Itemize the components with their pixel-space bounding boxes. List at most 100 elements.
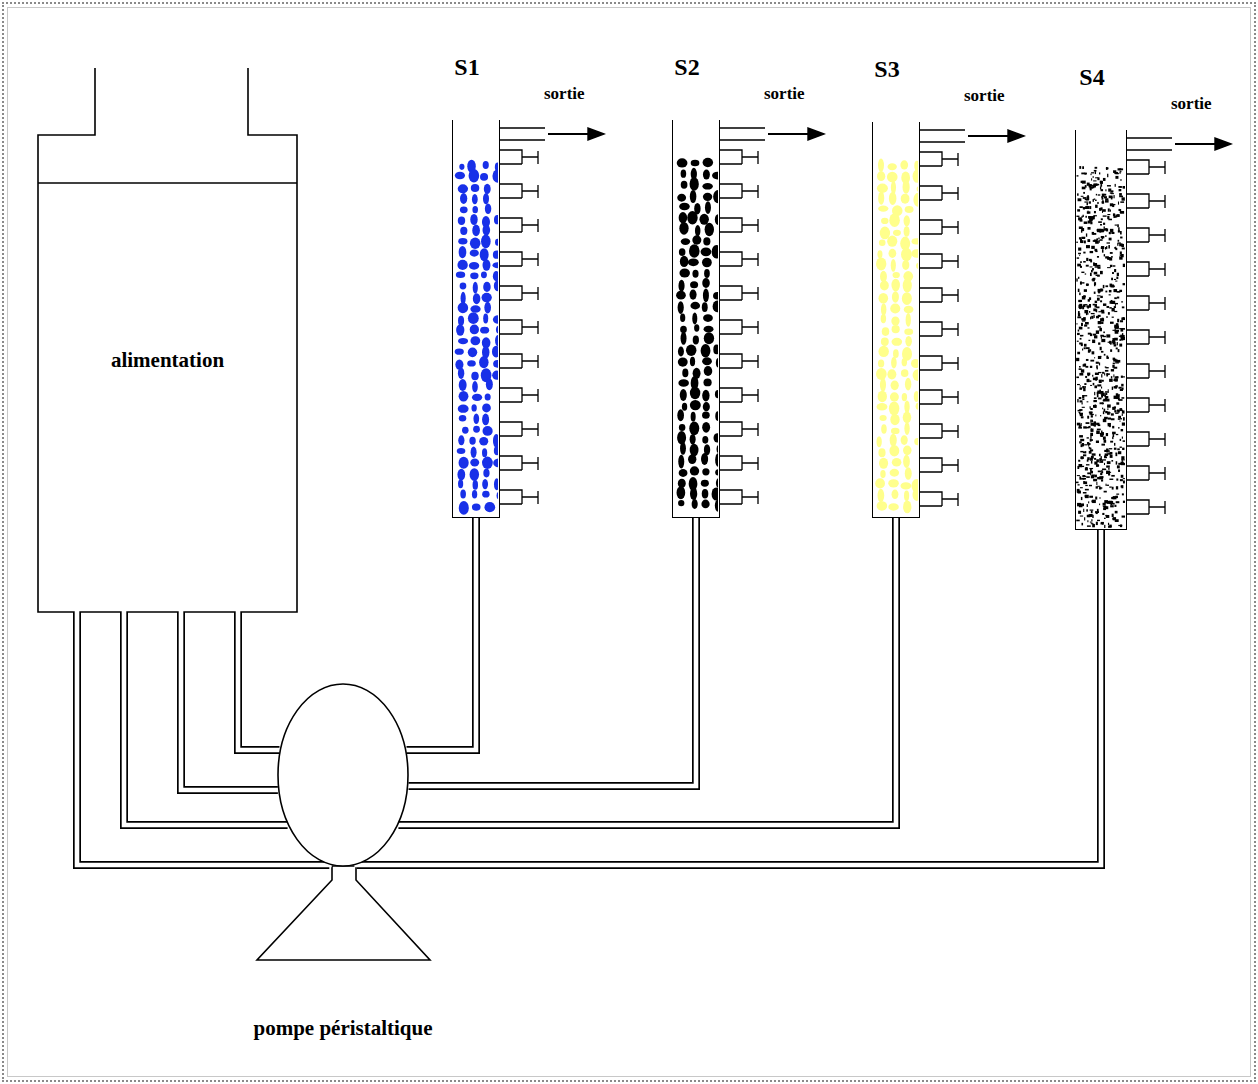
tube-wall: [398, 518, 896, 825]
sampling-port: [720, 286, 758, 300]
sampling-port: [1127, 500, 1165, 514]
column-name: S4: [1046, 64, 1138, 91]
outlet-label: sortie: [542, 84, 587, 104]
sampling-port: [1127, 432, 1165, 446]
sampling-port: [1127, 364, 1165, 378]
feed-tank: alimentation: [38, 135, 297, 612]
tube-bore: [181, 612, 278, 790]
sampling-port: [500, 218, 538, 232]
sampling-port: [920, 424, 958, 438]
column-packing: [1076, 130, 1125, 528]
sampling-port: [1127, 466, 1165, 480]
tube-bore: [398, 518, 896, 825]
sampling-port: [500, 150, 538, 164]
sampling-port: [500, 490, 538, 504]
sampling-port: [920, 390, 958, 404]
sampling-port: [920, 458, 958, 472]
sampling-port: [500, 252, 538, 266]
sampling-ports: [500, 150, 1165, 514]
tube: [407, 518, 476, 750]
tube: [357, 530, 1101, 865]
outlet-label: sortie: [762, 84, 807, 104]
sampling-port: [720, 252, 758, 266]
tank-label: alimentation: [111, 348, 224, 373]
sampling-port: [920, 186, 958, 200]
sampling-port: [500, 184, 538, 198]
sampling-port: [920, 288, 958, 302]
tube-bore: [407, 518, 476, 750]
sampling-port: [500, 422, 538, 436]
sampling-port: [500, 320, 538, 334]
tube-bore: [409, 518, 696, 786]
sampling-port: [720, 422, 758, 436]
tube-bore: [238, 612, 279, 750]
sampling-port: [1127, 296, 1165, 310]
sampling-port: [1127, 160, 1165, 174]
tube-wall: [357, 530, 1101, 865]
tube: [181, 612, 278, 790]
sampling-port: [920, 492, 958, 506]
outlet-pipe: [500, 128, 604, 140]
sampling-port: [720, 218, 758, 232]
column-name: S2: [643, 54, 731, 81]
sampling-port: [920, 322, 958, 336]
tube: [409, 518, 696, 786]
sampling-port: [1127, 262, 1165, 276]
pump-label: pompe péristaltique: [197, 1016, 489, 1041]
tube: [238, 612, 279, 750]
column-packing: [453, 120, 498, 516]
sampling-port: [720, 150, 758, 164]
outlet-label: sortie: [1169, 94, 1214, 114]
tube-wall: [238, 612, 279, 750]
feed-tank-outline: [38, 68, 297, 612]
soil-column: S1: [452, 120, 500, 518]
outlet-pipe: [1127, 138, 1231, 150]
soil-column: S2: [672, 120, 720, 518]
sampling-port: [720, 456, 758, 470]
sampling-port: [720, 184, 758, 198]
outlet-pipe: [920, 130, 1024, 142]
tube: [398, 518, 896, 825]
sampling-port: [720, 490, 758, 504]
sampling-port: [1127, 330, 1165, 344]
sampling-port: [720, 320, 758, 334]
sampling-port: [920, 152, 958, 166]
sampling-port: [920, 254, 958, 268]
pump-stand: [257, 866, 430, 960]
tube-wall: [409, 518, 696, 786]
tube-bore: [124, 612, 288, 825]
outlet-pipe: [720, 128, 824, 140]
sampling-port: [500, 286, 538, 300]
tank-wall: [38, 68, 297, 612]
sampling-port: [1127, 228, 1165, 242]
outlet-label: sortie: [962, 86, 1007, 106]
sampling-port: [1127, 194, 1165, 208]
soil-column: S3: [872, 122, 920, 518]
tube-wall: [181, 612, 278, 790]
sampling-port: [500, 456, 538, 470]
column-packing: [873, 122, 918, 516]
liquid-level: [38, 182, 297, 184]
sampling-port: [1127, 398, 1165, 412]
sampling-port: [720, 354, 758, 368]
sampling-port: [500, 354, 538, 368]
peristaltic-pump: pompe péristaltique: [277, 683, 409, 867]
column-name: S3: [843, 56, 931, 83]
tube-wall: [124, 612, 288, 825]
sampling-port: [500, 388, 538, 402]
tube: [124, 612, 288, 825]
column-name: S1: [423, 54, 511, 81]
tube-bore: [357, 530, 1101, 865]
sampling-port: [920, 220, 958, 234]
sampling-port: [920, 356, 958, 370]
sampling-port: [720, 388, 758, 402]
tube-wall: [407, 518, 476, 750]
pump-body: [278, 684, 408, 866]
pump-ellipse: [277, 683, 409, 867]
soil-column: S4: [1075, 130, 1127, 530]
column-packing: [673, 120, 718, 516]
